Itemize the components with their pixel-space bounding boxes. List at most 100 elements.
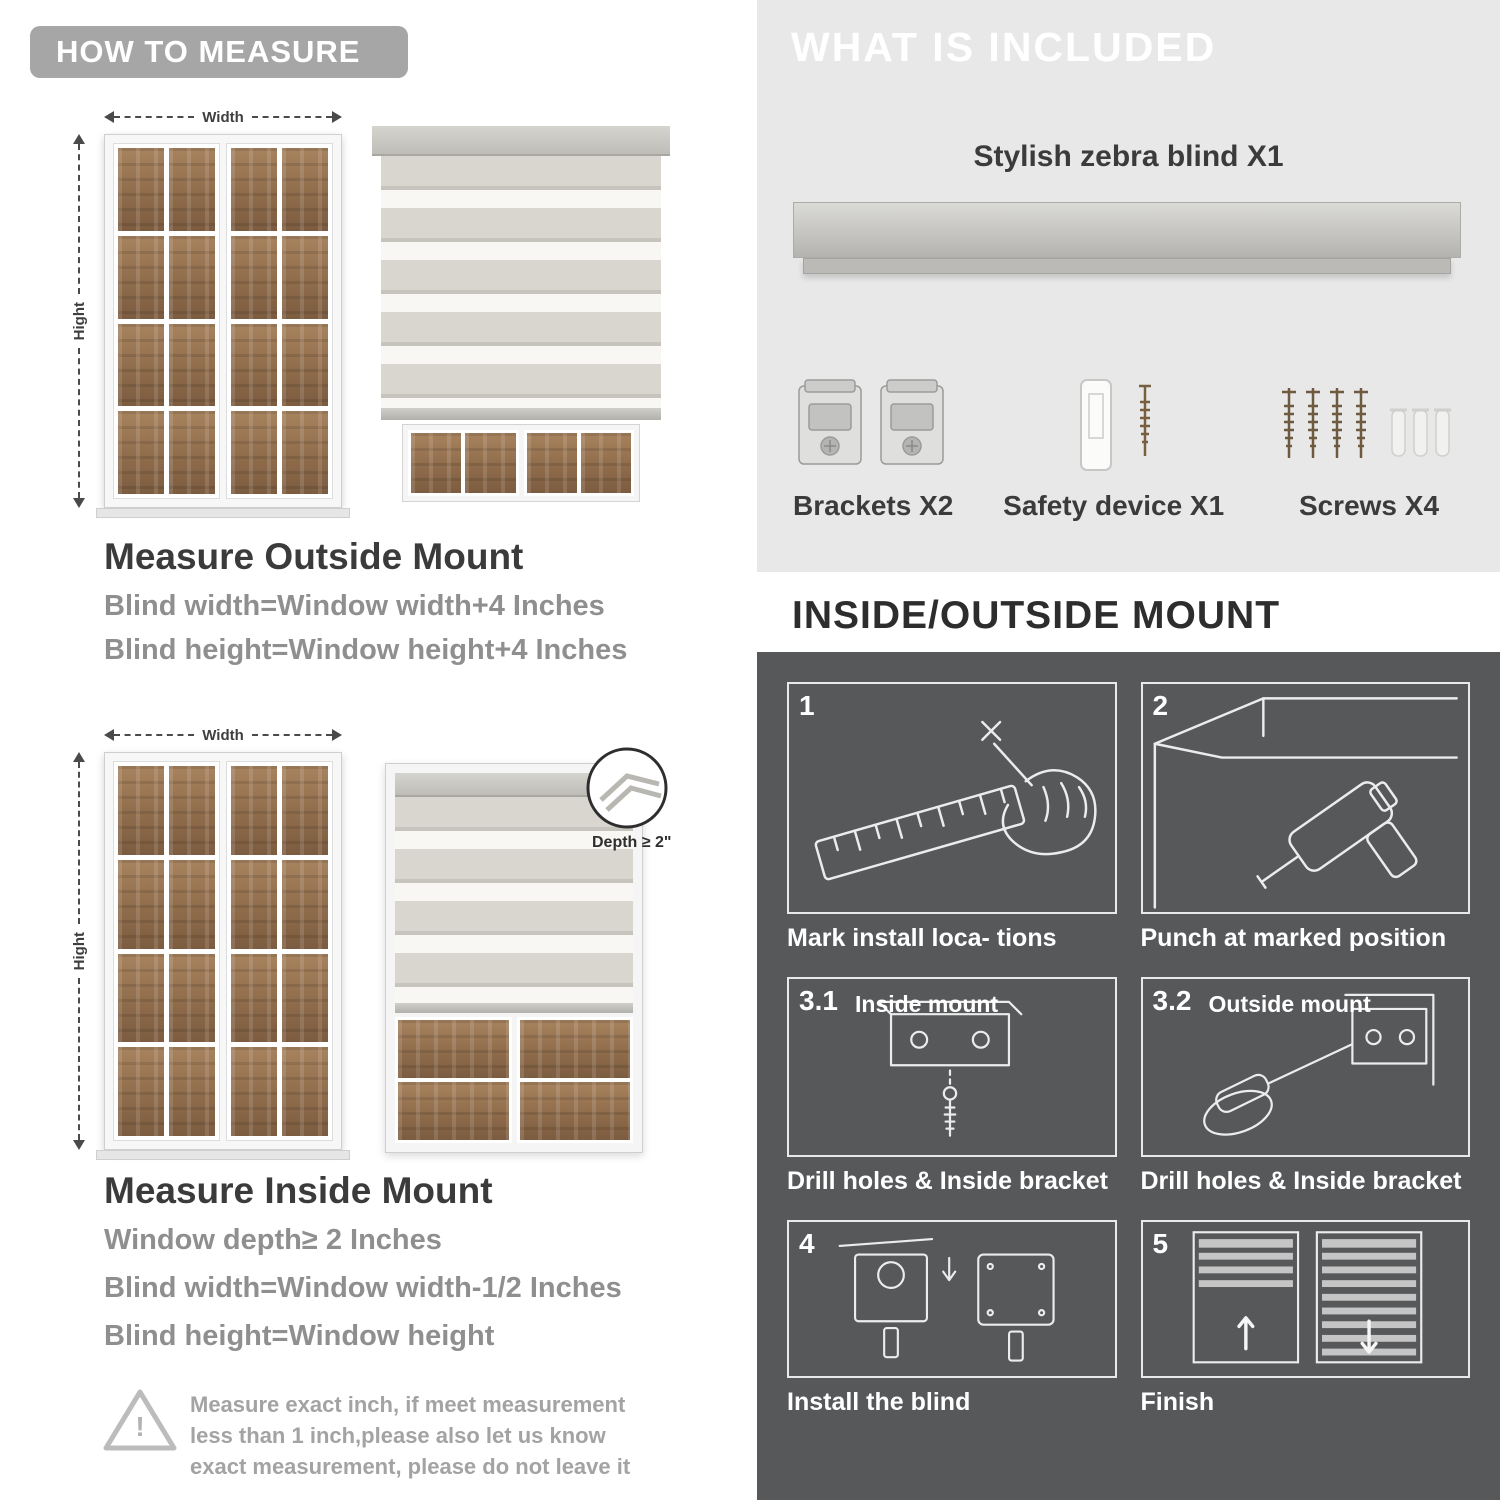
warning-glyph: ! [135, 1410, 145, 1442]
window-pane [231, 953, 277, 1043]
step-caption: Install the blind [787, 1388, 971, 1416]
step-install-blind: 4 [787, 1220, 1117, 1417]
inside-mount-rule-3: Blind height=Window height [104, 1320, 495, 1352]
window-pane [282, 235, 328, 319]
window-pane [282, 859, 328, 949]
width-arrow: Width [104, 108, 343, 126]
window-corner-detail-icon [586, 747, 668, 829]
what-is-included-panel: WHAT IS INCLUDED Stylish zebra blind X1 [757, 0, 1500, 572]
window-pane [465, 433, 516, 493]
included-item-screws: Screws X4 [1274, 322, 1464, 522]
window-pane [169, 411, 215, 494]
height-arrow: Hight [70, 752, 88, 1151]
step-number: 2 [1152, 690, 1169, 721]
zebra-blind-outside-mount-illustration [372, 126, 670, 514]
blind-headrail-valance [803, 258, 1451, 274]
zebra-blind-inside-mount-illustration [385, 763, 643, 1153]
warning-triangle-icon: ! [102, 1386, 178, 1454]
window-pane [398, 1020, 509, 1078]
outside-mount-rule-2: Blind height=Window height+4 Inches [104, 634, 628, 666]
included-item-safety-device: Safety device X1 [1003, 322, 1224, 522]
window-pane [231, 323, 277, 407]
window-pane [169, 766, 215, 855]
window-sash [408, 430, 519, 496]
measurement-note: Measure exact inch, if meet measurement … [190, 1392, 631, 1479]
mount-steps-grid: 1 [757, 652, 1500, 1447]
brackets-label: Brackets X2 [793, 490, 954, 521]
window-bottom-under-blind [395, 1017, 633, 1143]
window-pane [169, 1047, 215, 1136]
window-sill [96, 1150, 350, 1160]
window-sash [113, 761, 220, 1141]
window-photo-illustration [104, 134, 342, 508]
arrow-up-icon [73, 134, 85, 144]
included-item-brackets: Brackets X2 [793, 322, 953, 522]
install-blind-illustration [838, 1238, 1055, 1362]
blind-zebra-stripes [395, 797, 633, 1003]
window-pane [282, 953, 328, 1043]
step-caption: Mark install loca- tions [787, 924, 1057, 952]
height-arrow: Hight [70, 134, 88, 509]
window-pane [282, 148, 328, 231]
blind-bottomrail [395, 1003, 633, 1013]
step-punch-position: 2 [1140, 682, 1470, 953]
arrow-right-icon [332, 729, 343, 741]
window-pane [580, 433, 631, 493]
window-pane [169, 148, 215, 231]
step-caption: Drill holes & Inside bracket [787, 1167, 1108, 1195]
window-pane [118, 323, 164, 407]
window-sash [226, 143, 333, 499]
step-number: 1 [799, 690, 815, 721]
window-pane [118, 235, 164, 319]
drill-illustration [1153, 697, 1458, 909]
mount-guide-panel: 1 [757, 652, 1500, 1500]
window-sash [516, 1017, 633, 1143]
window-sill [96, 508, 350, 518]
width-label: Width [202, 726, 244, 744]
inside-bracket-illustration [877, 1000, 1023, 1137]
arrow-up-icon [73, 752, 85, 762]
inside-mount-rule-1: Window depth≥ 2 Inches [104, 1224, 442, 1256]
width-label: Width [202, 108, 244, 126]
included-items-row: Brackets X2 Safety device X1 [793, 322, 1464, 522]
outside-bracket-illustration [1202, 993, 1434, 1136]
blind-zebra-stripes [381, 156, 661, 408]
arrow-left-icon [104, 729, 114, 741]
screws-label: Screws X4 [1298, 490, 1440, 521]
window-pane [282, 766, 328, 855]
brackets-icon [798, 379, 944, 465]
how-to-measure-badge: HOW TO MEASURE [30, 26, 408, 78]
window-pane [118, 411, 164, 494]
step-number: 4 [799, 1228, 815, 1259]
window-pane [231, 235, 277, 319]
window-pane [169, 323, 215, 407]
step-caption: Punch at marked position [1140, 924, 1447, 952]
step-finish: 5 [1140, 1220, 1470, 1417]
window-pane [169, 953, 215, 1043]
step-inside-bracket: 3.1 Inside mount [787, 977, 1117, 1196]
blind-headrail [372, 126, 670, 156]
depth-detail-magnifier [585, 746, 669, 830]
inside-mount-heading: Measure Inside Mount [104, 1170, 493, 1211]
inside-mount-rule-2: Blind width=Window width-1/2 Inches [104, 1272, 622, 1304]
window-pane [118, 148, 164, 231]
blind-bottomrail [381, 408, 661, 420]
window-sash [523, 430, 634, 496]
arrow-right-icon [332, 111, 343, 123]
window-pane [231, 859, 277, 949]
mark-locations-illustration [814, 720, 1097, 881]
window-sash [226, 761, 333, 1141]
window-pane [118, 953, 164, 1043]
step-outside-bracket: 3.2 Outside mount Dr [1140, 977, 1470, 1196]
window-photo-illustration [104, 752, 342, 1150]
window-pane [519, 1020, 630, 1078]
window-pane [526, 433, 577, 493]
window-pane [231, 766, 277, 855]
window-sash [113, 143, 220, 499]
window-pane [231, 411, 277, 494]
width-arrow: Width [104, 726, 343, 744]
step-number: 5 [1152, 1228, 1169, 1259]
step-inner-label: Inside mount [855, 991, 999, 1017]
step-mark-locations: 1 [787, 682, 1117, 953]
screws-icon [1280, 386, 1451, 460]
